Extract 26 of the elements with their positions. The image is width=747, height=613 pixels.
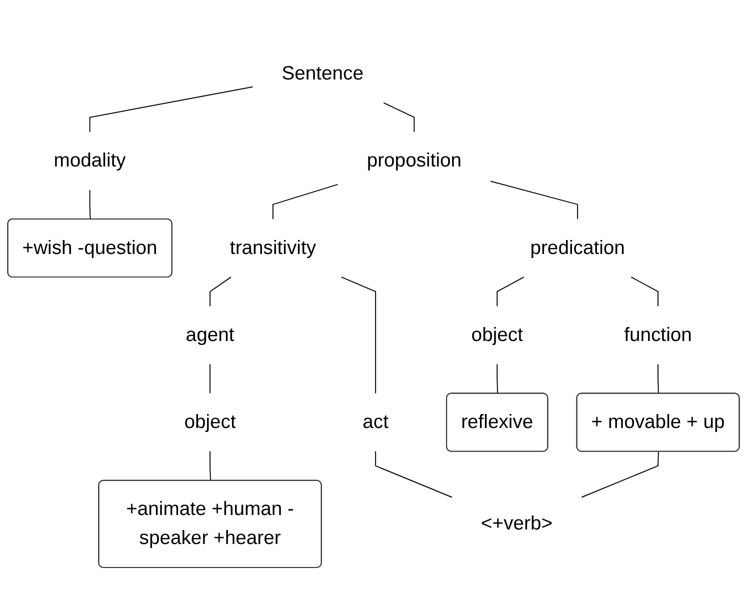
connector [89, 190, 91, 220]
connector [375, 451, 452, 498]
connector [630, 276, 658, 307]
node-text: act [362, 412, 388, 434]
node-text: proposition [366, 150, 462, 172]
connector [210, 451, 211, 482]
node-text: Sentence [282, 64, 364, 85]
node-text: modality [54, 150, 126, 172]
node-text: predication [530, 238, 625, 260]
connector [490, 181, 578, 220]
connector [658, 364, 659, 395]
connector [581, 452, 659, 498]
node-text: agent [186, 324, 234, 346]
connector [210, 364, 211, 394]
node-text: transitivity [230, 238, 316, 260]
connector [340, 276, 376, 394]
connector [383, 102, 415, 133]
connector [496, 364, 498, 395]
connector [496, 276, 524, 307]
connector [210, 276, 232, 307]
node-text: object [471, 324, 523, 346]
node-text: function [624, 324, 692, 346]
node-text: <+verb> [480, 514, 553, 535]
connector [89, 86, 254, 133]
node-text: object [184, 412, 236, 434]
connector [272, 184, 338, 220]
